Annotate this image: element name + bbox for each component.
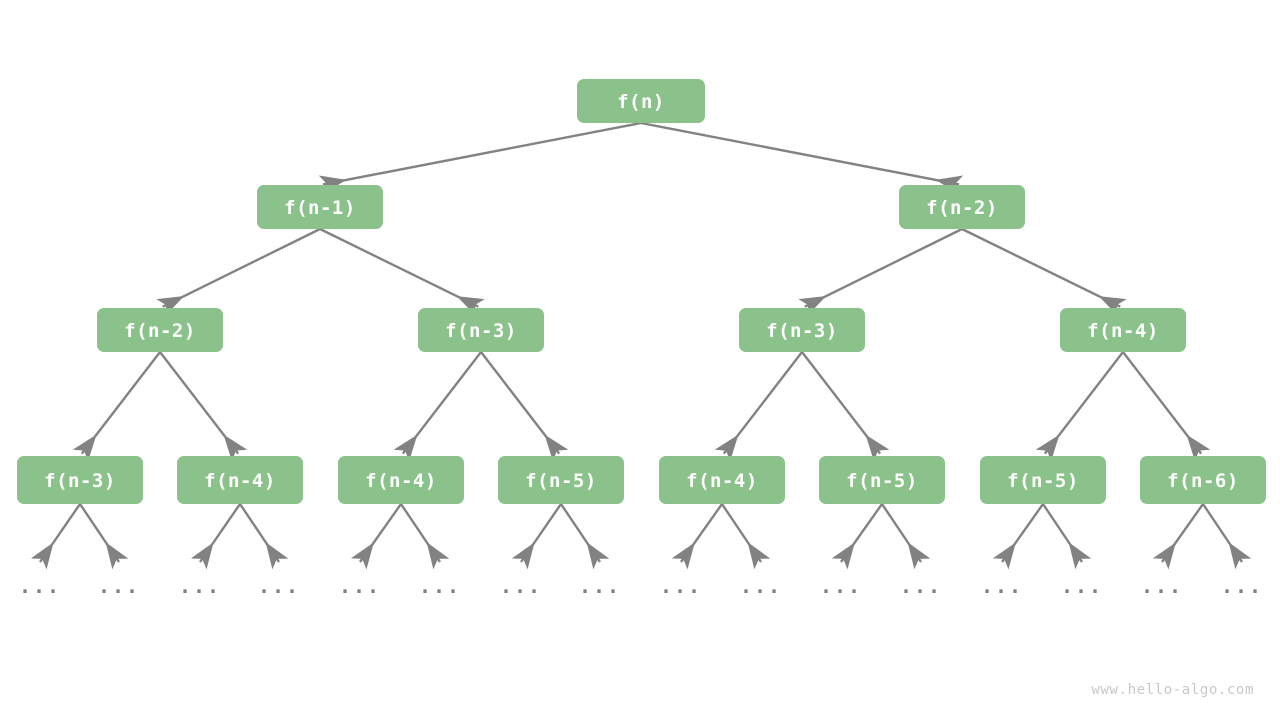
leaf-stub-edge bbox=[721, 503, 771, 570]
nodes-layer: f(n) f(n-1) f(n-2) f(n-2) f(n-3) f(n-3) f(n-4)… bbox=[17, 79, 1266, 504]
tree-edge bbox=[72, 351, 161, 462]
leaf-stub-edge bbox=[350, 503, 402, 570]
leaf-ellipsis: ... bbox=[19, 574, 61, 598]
watermark-label: www.hello-algo.com bbox=[1091, 682, 1254, 698]
leaf-stub-edges-layer bbox=[30, 503, 1252, 570]
tree-node-label: f(n-5) bbox=[525, 470, 597, 492]
tree-edge bbox=[801, 351, 890, 462]
leaf-stub-edge bbox=[1202, 503, 1252, 570]
leaf-ellipsis: ... bbox=[1141, 574, 1183, 598]
tree-node-box bbox=[577, 79, 705, 123]
tree-node[interactable]: f(n-4) bbox=[659, 456, 785, 504]
tree-node-box bbox=[659, 456, 785, 504]
tree-node[interactable]: f(n-4) bbox=[1060, 308, 1186, 352]
leaf-ellipsis: ... bbox=[419, 574, 461, 598]
tree-edge bbox=[714, 351, 803, 462]
tree-edge bbox=[798, 227, 963, 317]
tree-node-box bbox=[1140, 456, 1266, 504]
tree-edge bbox=[156, 227, 321, 317]
tree-node-label: f(n-3) bbox=[766, 320, 838, 342]
leaf-stub-edge bbox=[190, 503, 241, 570]
tree-edge bbox=[961, 227, 1127, 317]
tree-node-box bbox=[739, 308, 865, 352]
tree-node[interactable]: f(n-6) bbox=[1140, 456, 1266, 504]
tree-node[interactable]: f(n-3) bbox=[17, 456, 143, 504]
leaf-stub-edge bbox=[79, 503, 129, 570]
tree-node-box bbox=[418, 308, 544, 352]
leaf-stub-edge bbox=[831, 503, 883, 570]
leaf-ellipsis: ... bbox=[981, 574, 1023, 598]
leaf-stub-edge bbox=[881, 503, 931, 570]
tree-node-box bbox=[257, 185, 383, 229]
leaf-ellipsis: ... bbox=[660, 574, 702, 598]
tree-node-label: f(n-3) bbox=[445, 320, 517, 342]
leaf-stub-edge bbox=[671, 503, 723, 570]
leaf-ellipsis: ... bbox=[900, 574, 942, 598]
tree-node-label: f(n-4) bbox=[204, 470, 276, 492]
tree-edge bbox=[640, 121, 964, 195]
tree-edge bbox=[1035, 351, 1124, 462]
leaf-ellipsis: ... bbox=[500, 574, 542, 598]
tree-node-box bbox=[819, 456, 945, 504]
tree-node-label: f(n-4) bbox=[365, 470, 437, 492]
edges-layer bbox=[72, 121, 1211, 462]
leaf-ellipsis: ... bbox=[179, 574, 221, 598]
tree-edge bbox=[1122, 351, 1211, 462]
leaf-ellipsis: ... bbox=[1061, 574, 1103, 598]
tree-node[interactable]: f(n-3) bbox=[418, 308, 544, 352]
tree-node-label: f(n-4) bbox=[1087, 320, 1159, 342]
tree-edge bbox=[319, 227, 485, 317]
leaf-stub-edge bbox=[239, 503, 289, 570]
tree-node-label: f(n-6) bbox=[1167, 470, 1239, 492]
tree-node-label: f(n-2) bbox=[124, 320, 196, 342]
tree-node-box bbox=[980, 456, 1106, 504]
tree-node-label: f(n-1) bbox=[284, 197, 356, 219]
tree-node[interactable]: f(n-1) bbox=[257, 185, 383, 229]
leaf-stub-edge bbox=[1042, 503, 1092, 570]
leaf-stub-edge bbox=[1152, 503, 1204, 570]
tree-node[interactable]: f(n-4) bbox=[177, 456, 303, 504]
tree-node-box bbox=[177, 456, 303, 504]
tree-node-label: f(n) bbox=[617, 91, 665, 113]
tree-node-label: f(n-2) bbox=[926, 197, 998, 219]
tree-node[interactable]: f(n-2) bbox=[97, 308, 223, 352]
tree-node[interactable]: f(n-4) bbox=[338, 456, 464, 504]
leaf-ellipsis-layer: ........................................… bbox=[19, 574, 1263, 598]
leaf-ellipsis: ... bbox=[579, 574, 621, 598]
tree-node[interactable]: f(n-5) bbox=[819, 456, 945, 504]
tree-node[interactable]: f(n-3) bbox=[739, 308, 865, 352]
tree-node[interactable]: f(n-5) bbox=[980, 456, 1106, 504]
tree-node-box bbox=[338, 456, 464, 504]
leaf-ellipsis: ... bbox=[820, 574, 862, 598]
leaf-ellipsis: ... bbox=[98, 574, 140, 598]
tree-node-box bbox=[498, 456, 624, 504]
tree-node-box bbox=[1060, 308, 1186, 352]
tree-node-box bbox=[97, 308, 223, 352]
leaf-stub-edge bbox=[511, 503, 562, 570]
tree-node-label: f(n-5) bbox=[846, 470, 918, 492]
tree-node[interactable]: f(n) bbox=[577, 79, 705, 123]
tree-node-box bbox=[899, 185, 1025, 229]
leaf-ellipsis: ... bbox=[339, 574, 381, 598]
tree-edge bbox=[318, 121, 642, 195]
tree-node[interactable]: f(n-5) bbox=[498, 456, 624, 504]
leaf-ellipsis: ... bbox=[258, 574, 300, 598]
leaf-stub-edge bbox=[30, 503, 81, 570]
leaf-ellipsis: ... bbox=[740, 574, 782, 598]
tree-edge bbox=[159, 351, 248, 462]
tree-node-label: f(n-4) bbox=[686, 470, 758, 492]
leaf-stub-edge bbox=[560, 503, 610, 570]
tree-edge bbox=[480, 351, 569, 462]
leaf-stub-edge bbox=[992, 503, 1044, 570]
tree-node-label: f(n-5) bbox=[1007, 470, 1079, 492]
tree-node[interactable]: f(n-2) bbox=[899, 185, 1025, 229]
tree-node-label: f(n-3) bbox=[44, 470, 116, 492]
tree-node-box bbox=[17, 456, 143, 504]
leaf-ellipsis: ... bbox=[1221, 574, 1263, 598]
leaf-stub-edge bbox=[400, 503, 450, 570]
tree-edge bbox=[393, 351, 482, 462]
